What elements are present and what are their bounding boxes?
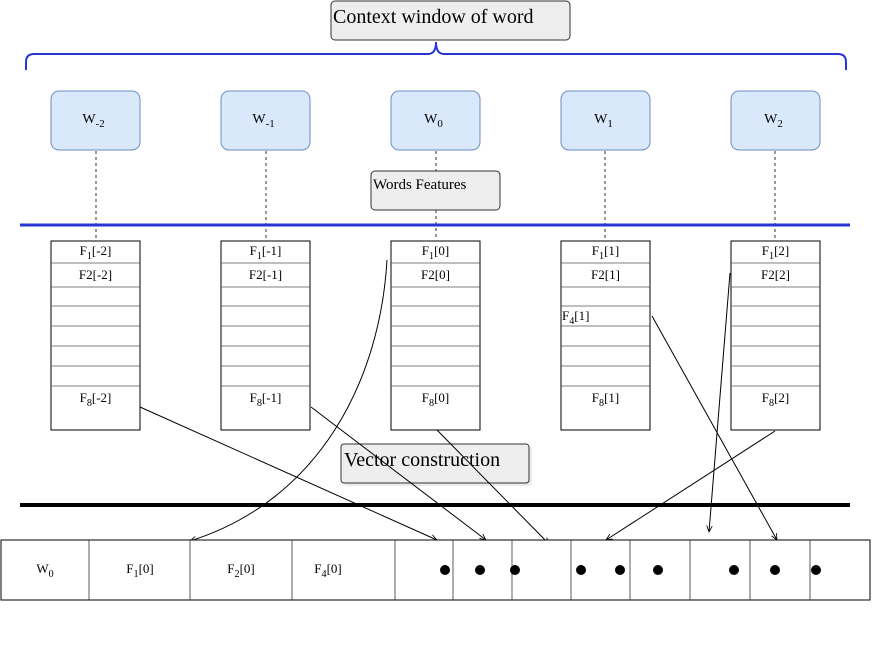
- arrow-f8-2: [606, 430, 776, 540]
- feature-f2: F2[-1]: [249, 267, 282, 282]
- vector-dot: [440, 565, 450, 575]
- vector-dot: [475, 565, 485, 575]
- words-features-label: Words Features: [373, 177, 467, 193]
- feature-f8: F8[2]: [762, 390, 789, 409]
- feature-columns: F1[-2] F2[-2] F8[-2] F1[-1] F2[-1] F8[-1] F1[0…: [50, 240, 821, 431]
- feature-f4-extra: F4[1]: [562, 308, 589, 327]
- feature-f8: F8[-1]: [250, 390, 282, 409]
- arrow-f1-0: [190, 259, 388, 541]
- word-box-4: W2: [730, 90, 821, 151]
- feature-column-4: F1[2] F2[2] F8[2]: [730, 240, 821, 431]
- arrow-f8-0: [436, 429, 549, 544]
- feature-column-3: F1[1] F2[1] F8[1]: [560, 240, 651, 431]
- feature-f8: F8[1]: [592, 390, 619, 409]
- vector-dot: [576, 565, 586, 575]
- vector-construction-label: Vector construction: [344, 449, 500, 471]
- vector-cell-3: F4[0]: [314, 561, 341, 580]
- construction-arrows: [139, 259, 777, 544]
- vector-dot: [510, 565, 520, 575]
- arrow-f8-m2: [139, 406, 437, 541]
- title-box: Context window of word: [330, 0, 571, 41]
- word-box-2: W0: [390, 90, 481, 151]
- word-label: W0: [424, 112, 443, 130]
- feature-f8: F8[-2]: [80, 390, 112, 409]
- feature-f1: F1[-1]: [250, 243, 282, 262]
- feature-f1: F1[0]: [422, 243, 449, 262]
- word-box-1: W-1: [220, 90, 311, 151]
- vector-dot: [770, 565, 780, 575]
- vector-dot: [729, 565, 739, 575]
- word-label: W-1: [252, 112, 274, 130]
- feature-vector: W0 F1[0] F2[0] F4[0]: [0, 539, 871, 601]
- feature-column-0: F1[-2] F2[-2] F8[-2]: [50, 240, 141, 431]
- vector-dot: [615, 565, 625, 575]
- context-brace: [25, 41, 847, 70]
- word-boxes: W-2 W-1 W0 W1 W2: [50, 90, 821, 151]
- word-label: W1: [594, 112, 613, 130]
- feature-f2: F2[-2]: [79, 267, 112, 282]
- feature-f1: F1[2]: [762, 243, 789, 262]
- words-features-label-box: Words Features: [370, 170, 501, 211]
- word-label: W-2: [82, 112, 104, 130]
- vector-construction-label-box: Vector construction: [340, 443, 532, 486]
- feature-f2: F2[2]: [761, 267, 790, 282]
- vector-dot: [811, 565, 821, 575]
- word-box-0: W-2: [50, 90, 141, 151]
- feature-f8: F8[0]: [422, 390, 449, 409]
- feature-f1: F1[-2]: [80, 243, 112, 262]
- title-text: Context window of word: [333, 6, 534, 28]
- feature-column-1: F1[-1] F2[-1] F8[-1]: [220, 240, 311, 431]
- vector-cell-1: F1[0]: [126, 561, 153, 580]
- vector-cell-2: F2[0]: [227, 561, 254, 580]
- vector-frame: [0, 539, 871, 601]
- word-box-3: W1: [560, 90, 651, 151]
- feature-column-2: F1[0] F2[0] F8[0]: [390, 240, 481, 431]
- feature-f1: F1[1]: [592, 243, 619, 262]
- word-label: W2: [764, 112, 783, 130]
- arrow-f4-1: [651, 315, 777, 540]
- arrow-f2-2: [709, 272, 731, 532]
- vector-cell-0: W0: [36, 561, 53, 580]
- feature-f2: F2[1]: [591, 267, 620, 282]
- vector-dot: [653, 565, 663, 575]
- arrow-f8-m1: [310, 406, 486, 540]
- feature-f2: F2[0]: [421, 267, 450, 282]
